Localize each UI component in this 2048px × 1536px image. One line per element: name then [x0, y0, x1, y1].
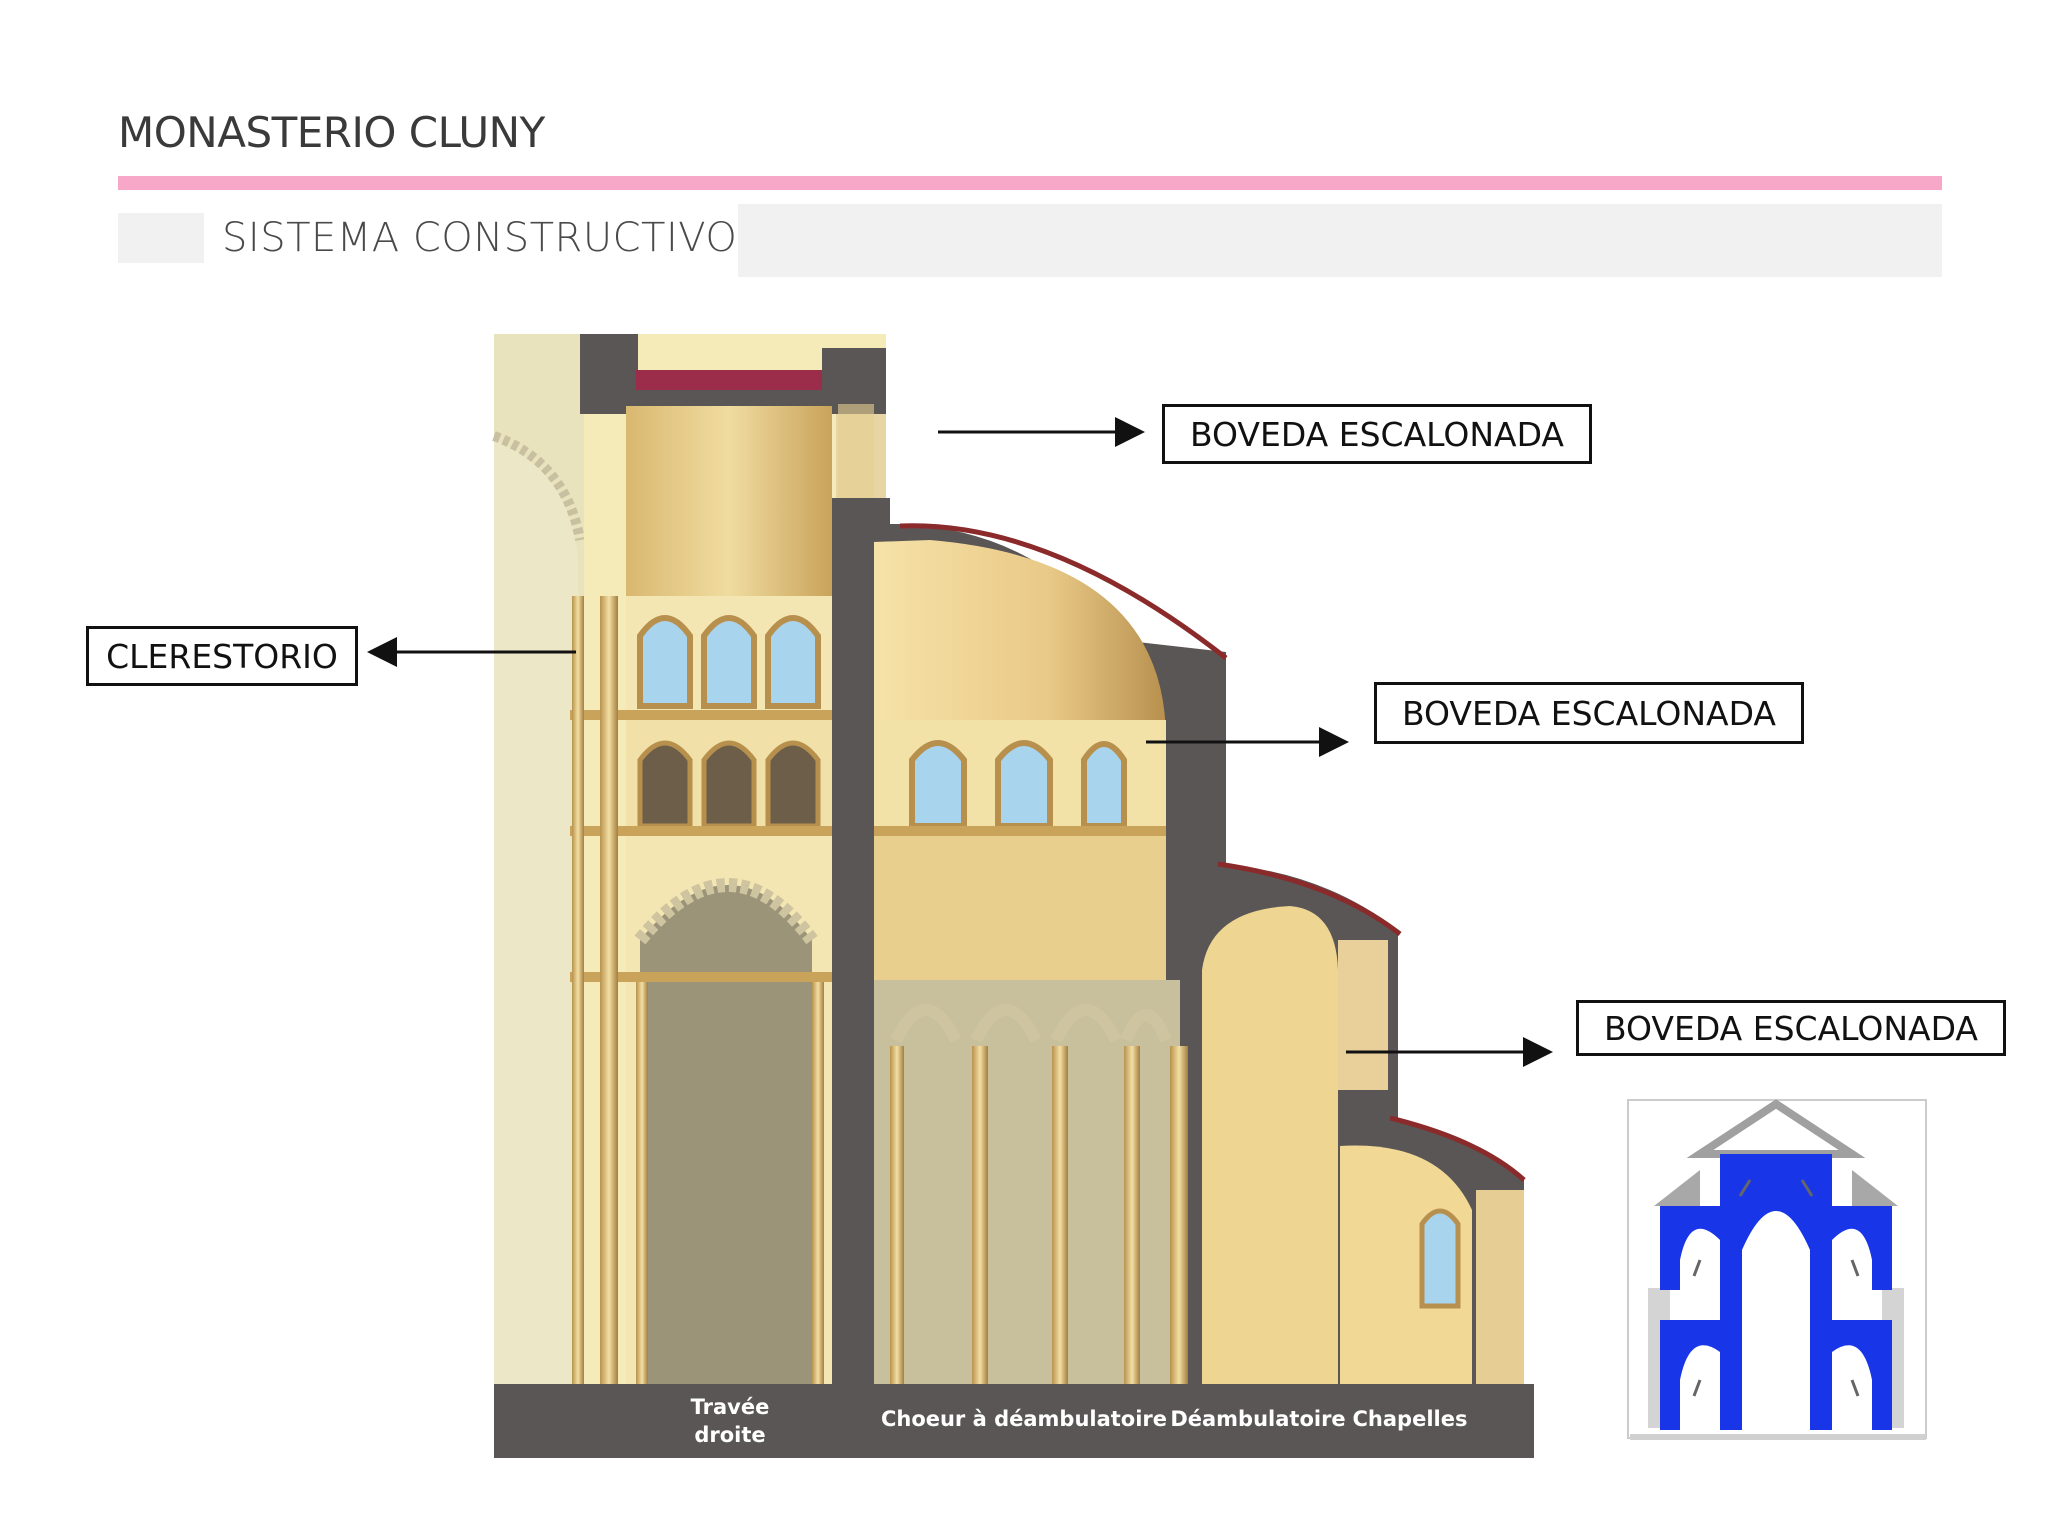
caption-travee-line2: droite: [694, 1423, 765, 1447]
title-underline-bar: [118, 176, 1942, 190]
page-title: MONASTERIO CLUNY: [118, 108, 545, 157]
subtitle-marker-box: [118, 213, 204, 263]
label-clerestorio: CLERESTORIO: [86, 626, 358, 686]
caption-deambulatoire: Déambulatoire: [1170, 1407, 1345, 1431]
caption-travee-line1: Travée: [691, 1395, 770, 1419]
section-subtitle: SISTEMA CONSTRUCTIVO: [222, 215, 738, 261]
clerestory-windows: [626, 596, 832, 712]
label-boveda-escalonada-top: BOVEDA ESCALONADA: [1162, 404, 1592, 464]
caption-choeur: Choeur à déambulatoire: [881, 1407, 1167, 1431]
label-boveda-escalonada-bottom: BOVEDA ESCALONADA: [1576, 1000, 2006, 1056]
subtitle-band: [738, 204, 1942, 277]
label-boveda-escalonada-middle: BOVEDA ESCALONADA: [1374, 682, 1804, 744]
caption-chapelles: Chapelles: [1353, 1407, 1468, 1431]
